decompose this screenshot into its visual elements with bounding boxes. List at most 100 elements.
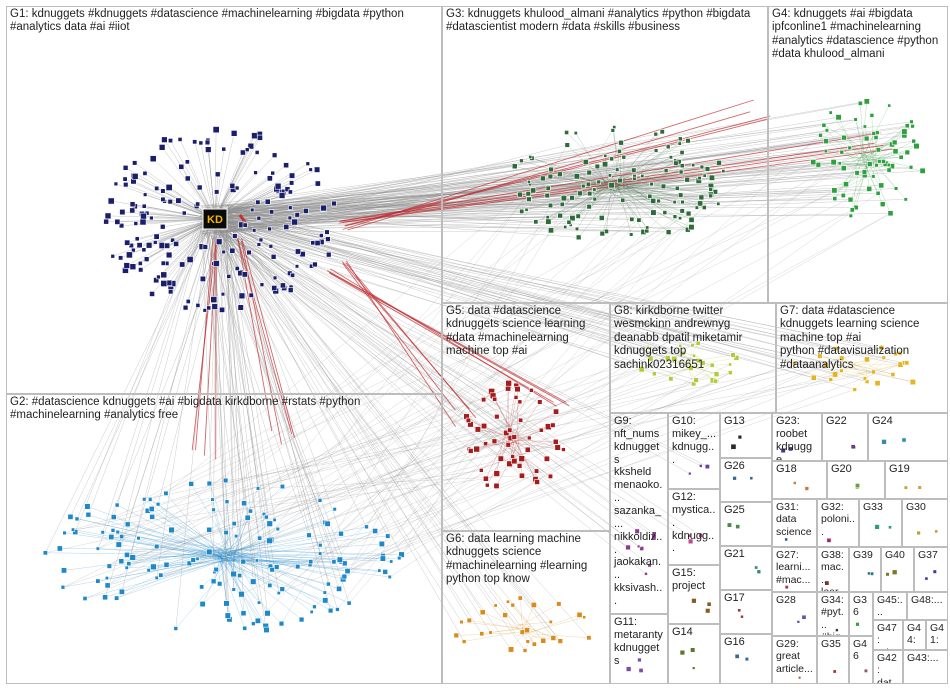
node[interactable] <box>318 233 324 238</box>
node[interactable] <box>737 608 742 613</box>
node[interactable] <box>196 184 203 191</box>
node[interactable] <box>190 557 196 563</box>
node[interactable] <box>632 176 637 181</box>
node[interactable] <box>665 144 671 150</box>
node[interactable] <box>534 479 540 485</box>
node[interactable] <box>564 130 569 135</box>
node[interactable] <box>389 559 394 564</box>
node[interactable] <box>730 443 737 450</box>
node[interactable] <box>385 533 391 539</box>
node[interactable] <box>184 175 191 182</box>
node[interactable] <box>134 236 140 242</box>
node[interactable] <box>810 159 817 166</box>
node[interactable] <box>909 378 916 386</box>
node[interactable] <box>864 379 870 384</box>
node[interactable] <box>237 304 244 311</box>
node[interactable] <box>263 514 269 520</box>
node[interactable] <box>637 657 642 663</box>
node[interactable] <box>238 590 245 598</box>
node[interactable] <box>118 588 125 595</box>
node[interactable] <box>891 569 898 575</box>
node[interactable] <box>852 387 857 392</box>
node[interactable] <box>726 522 733 528</box>
node[interactable] <box>831 187 838 194</box>
node[interactable] <box>335 607 340 612</box>
node[interactable] <box>346 600 352 606</box>
node[interactable] <box>517 595 523 601</box>
node[interactable] <box>231 587 236 592</box>
node[interactable] <box>716 201 721 206</box>
node[interactable] <box>835 114 842 121</box>
node[interactable] <box>517 399 523 405</box>
node[interactable] <box>153 233 160 240</box>
node[interactable] <box>704 166 711 172</box>
node[interactable] <box>543 455 550 462</box>
node[interactable] <box>178 163 185 170</box>
node[interactable] <box>480 422 488 430</box>
node[interactable] <box>824 580 830 586</box>
node[interactable] <box>493 603 498 608</box>
node[interactable] <box>646 345 651 350</box>
node[interactable] <box>592 187 597 192</box>
node[interactable] <box>561 447 566 452</box>
node[interactable] <box>694 205 699 210</box>
node[interactable] <box>573 173 580 180</box>
node[interactable] <box>158 144 166 151</box>
node[interactable] <box>924 576 929 581</box>
node[interactable] <box>124 239 131 246</box>
node[interactable] <box>830 159 837 166</box>
node[interactable] <box>560 195 568 202</box>
node[interactable] <box>891 139 898 146</box>
node[interactable] <box>488 630 493 635</box>
node[interactable] <box>505 599 510 604</box>
node[interactable] <box>566 219 572 225</box>
node[interactable] <box>917 485 922 490</box>
node[interactable] <box>256 134 263 141</box>
node[interactable] <box>526 196 532 202</box>
node[interactable] <box>336 585 342 592</box>
node[interactable] <box>256 215 262 221</box>
node[interactable] <box>244 514 251 521</box>
node[interactable] <box>298 616 305 623</box>
node[interactable] <box>897 350 903 356</box>
node[interactable] <box>609 156 614 162</box>
node[interactable] <box>671 355 678 362</box>
node[interactable] <box>338 530 344 537</box>
node[interactable] <box>100 530 105 535</box>
node[interactable] <box>893 186 899 191</box>
node[interactable] <box>168 138 174 144</box>
node[interactable] <box>857 100 863 106</box>
node[interactable] <box>163 561 170 568</box>
node[interactable] <box>126 561 132 567</box>
node[interactable] <box>908 165 914 170</box>
node[interactable] <box>881 355 886 360</box>
node[interactable] <box>850 444 856 450</box>
node[interactable] <box>599 230 606 237</box>
node[interactable] <box>503 429 510 437</box>
node[interactable] <box>533 219 539 225</box>
node[interactable] <box>153 240 158 245</box>
node[interactable] <box>636 217 642 223</box>
node[interactable] <box>317 551 323 556</box>
node[interactable] <box>664 355 671 361</box>
node[interactable] <box>234 534 239 539</box>
node[interactable] <box>847 145 852 151</box>
node[interactable] <box>516 463 523 469</box>
node[interactable] <box>744 656 749 662</box>
node[interactable] <box>382 569 389 575</box>
node[interactable] <box>129 554 136 561</box>
node[interactable] <box>221 146 227 152</box>
node[interactable] <box>175 197 182 204</box>
node[interactable] <box>887 210 894 217</box>
node[interactable] <box>698 533 703 538</box>
node[interactable] <box>467 448 474 454</box>
node[interactable] <box>115 541 122 548</box>
node[interactable] <box>246 249 252 256</box>
node[interactable] <box>649 181 654 187</box>
node[interactable] <box>867 571 871 576</box>
node[interactable] <box>678 216 683 221</box>
node[interactable] <box>679 163 685 169</box>
node[interactable] <box>662 210 668 215</box>
node[interactable] <box>691 598 697 604</box>
node[interactable] <box>709 362 715 368</box>
